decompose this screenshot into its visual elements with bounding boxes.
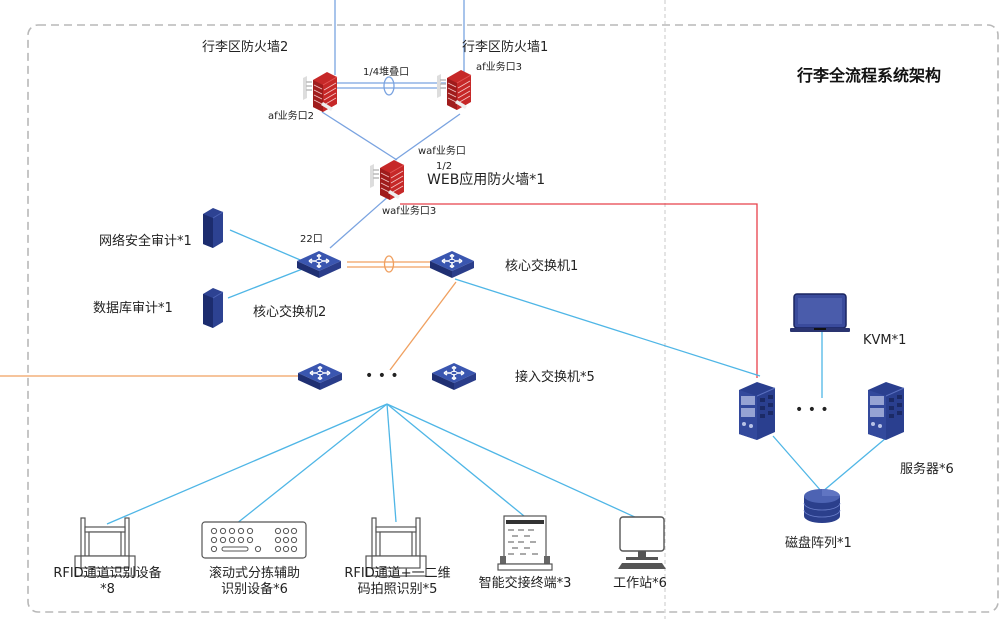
kvm-laptop-icon — [789, 293, 851, 333]
waf-server-link — [400, 203, 758, 378]
endpoint-label: 智能交接终端*3 — [465, 576, 585, 592]
core-switch-1-icon — [429, 250, 475, 279]
waf-port-bottom-label: waf业务口3 — [382, 206, 437, 217]
access-switch-label: 接入交换机*5 — [515, 370, 595, 385]
endpoint-label-line1: RFID通道+一二维 — [344, 566, 451, 581]
server-ellipsis: • • • — [795, 402, 829, 418]
waf-label: WEB应用防火墙*1 — [427, 172, 546, 188]
endpoint-label-line1: 智能交接终端*3 — [478, 576, 572, 591]
endpoint-label: RFID通道识别设备 *8 — [45, 566, 170, 599]
firewall-1-label: 行李区防火墙1 — [462, 40, 549, 55]
waf-firewall-icon — [369, 159, 405, 201]
core-switch-1-label: 核心交换机1 — [505, 259, 579, 274]
kvm-label: KVM*1 — [863, 333, 907, 348]
waf-port-top-label: waf业务口 — [418, 146, 466, 157]
db-audit-label: 数据库审计*1 — [93, 301, 173, 316]
servers-label: 服务器*6 — [900, 462, 954, 477]
firewall-2-icon — [302, 71, 338, 113]
endpoint-label-line1: 滚动式分拣辅助 — [208, 566, 300, 581]
firewall-1-icon — [436, 69, 472, 111]
lan-links — [106, 229, 887, 525]
access-switch-icon — [297, 362, 343, 391]
endpoint-label-line2: 识别设备*6 — [221, 582, 288, 598]
stack-port-label: 1/4堆叠口 — [363, 67, 410, 78]
endpoint-label-line1: RFID通道识别设备 — [53, 566, 162, 581]
firewall-links — [321, 0, 465, 249]
storage-label: 磁盘阵列*1 — [785, 536, 852, 551]
diagram-title: 行李全流程系统架构 — [797, 66, 942, 85]
network-audit-icon — [202, 207, 224, 249]
database-audit-icon — [202, 287, 224, 329]
waf-port-num-label: 1/2 — [436, 161, 453, 172]
server-icon — [738, 381, 776, 441]
server-icon — [867, 381, 905, 441]
keypad-panel-icon — [201, 521, 307, 559]
fw1-port-label: af业务口3 — [476, 62, 523, 73]
net-audit-label: 网络安全审计*1 — [99, 234, 192, 249]
endpoint-label-line2: *8 — [100, 582, 115, 598]
fw2-port-label: af业务口2 — [268, 111, 315, 122]
endpoint-label: 工作站*6 — [590, 576, 690, 592]
outer-frame — [27, 24, 999, 613]
workstation-icon — [617, 516, 667, 570]
access-ellipsis: • • • — [365, 368, 399, 384]
port-22-label: 22口 — [300, 234, 323, 245]
firewall-2-label: 行李区防火墙2 — [202, 40, 289, 55]
terminal-icon — [497, 515, 553, 571]
core-switch-2-icon — [296, 250, 342, 279]
core-switch-2-label: 核心交换机2 — [253, 305, 327, 320]
endpoint-label: RFID通道+一二维 码拍照识别*5 — [335, 566, 460, 599]
access-switch-icon — [431, 362, 477, 391]
endpoint-label-line1: 工作站*6 — [613, 576, 667, 591]
endpoint-label-line2: 码拍照识别*5 — [357, 582, 438, 598]
storage-array-icon — [803, 488, 841, 524]
endpoint-label: 滚动式分拣辅助 识别设备*6 — [192, 566, 317, 599]
trunk-links — [0, 255, 457, 377]
